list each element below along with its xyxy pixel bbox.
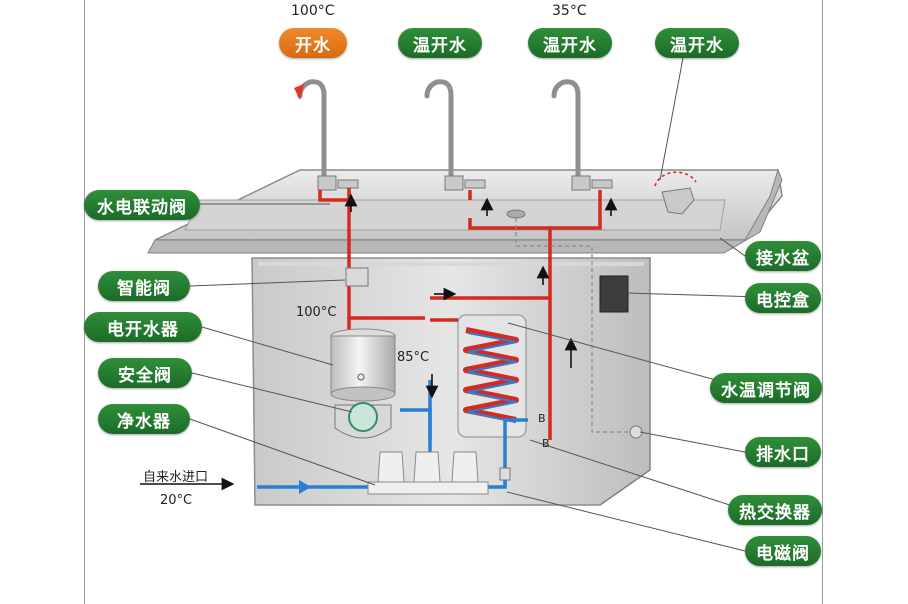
label-heat-exchanger: 热交换器	[728, 495, 822, 525]
faucets	[297, 79, 581, 181]
label-electric-boiler: 电开水器	[84, 312, 202, 342]
inlet-temp-label: 20°C	[160, 493, 193, 508]
flow-arrows	[140, 193, 618, 491]
label-linked-valve: 水电联动阀	[84, 190, 200, 220]
boiler-temp-label: 100°C	[296, 305, 337, 320]
leader-lines	[189, 57, 761, 552]
faucet-valves	[317, 175, 695, 215]
label-warm-water-2: 温开水	[528, 28, 612, 58]
solenoid-valve	[499, 467, 511, 481]
inlet-flow-arrow-icon	[299, 480, 311, 494]
smart-valve	[345, 267, 369, 287]
hot-faucet-tip-icon	[294, 84, 304, 100]
control-box	[599, 275, 629, 313]
hot-temp-label: 100°C	[291, 3, 335, 19]
inlet-label: 自来水进口	[143, 470, 209, 485]
mid-temp-label: 85°C	[397, 350, 430, 365]
warm-temp-label: 35°C	[552, 3, 587, 19]
label-basin: 接水盆	[745, 241, 821, 271]
label-warm-water-1: 温开水	[398, 28, 482, 58]
label-temp-regulator-valve: 水温调节阀	[710, 373, 822, 403]
hx-b-label-2: B	[542, 437, 550, 450]
label-smart-valve: 智能阀	[98, 271, 190, 301]
label-drain-outlet: 排水口	[745, 437, 821, 467]
label-warm-water-3: 温开水	[655, 28, 739, 58]
drain-lines	[515, 218, 630, 433]
hx-b-label-1: B	[538, 412, 546, 425]
electric-boiler	[330, 328, 396, 439]
label-solenoid-valve: 电磁阀	[745, 536, 821, 566]
label-boiling-water: 开水	[279, 28, 347, 58]
label-water-purifier: 净水器	[98, 404, 190, 434]
heat-exchanger	[430, 314, 527, 438]
cabinet	[251, 257, 651, 506]
label-control-box: 电控盒	[745, 283, 821, 313]
frame-right-border	[822, 0, 823, 604]
basin-top	[147, 168, 783, 254]
water-purifier	[367, 451, 489, 495]
frame-left-border	[84, 0, 85, 604]
label-safety-valve: 安全阀	[98, 358, 192, 388]
warm-tap-swing-icon	[654, 171, 697, 187]
